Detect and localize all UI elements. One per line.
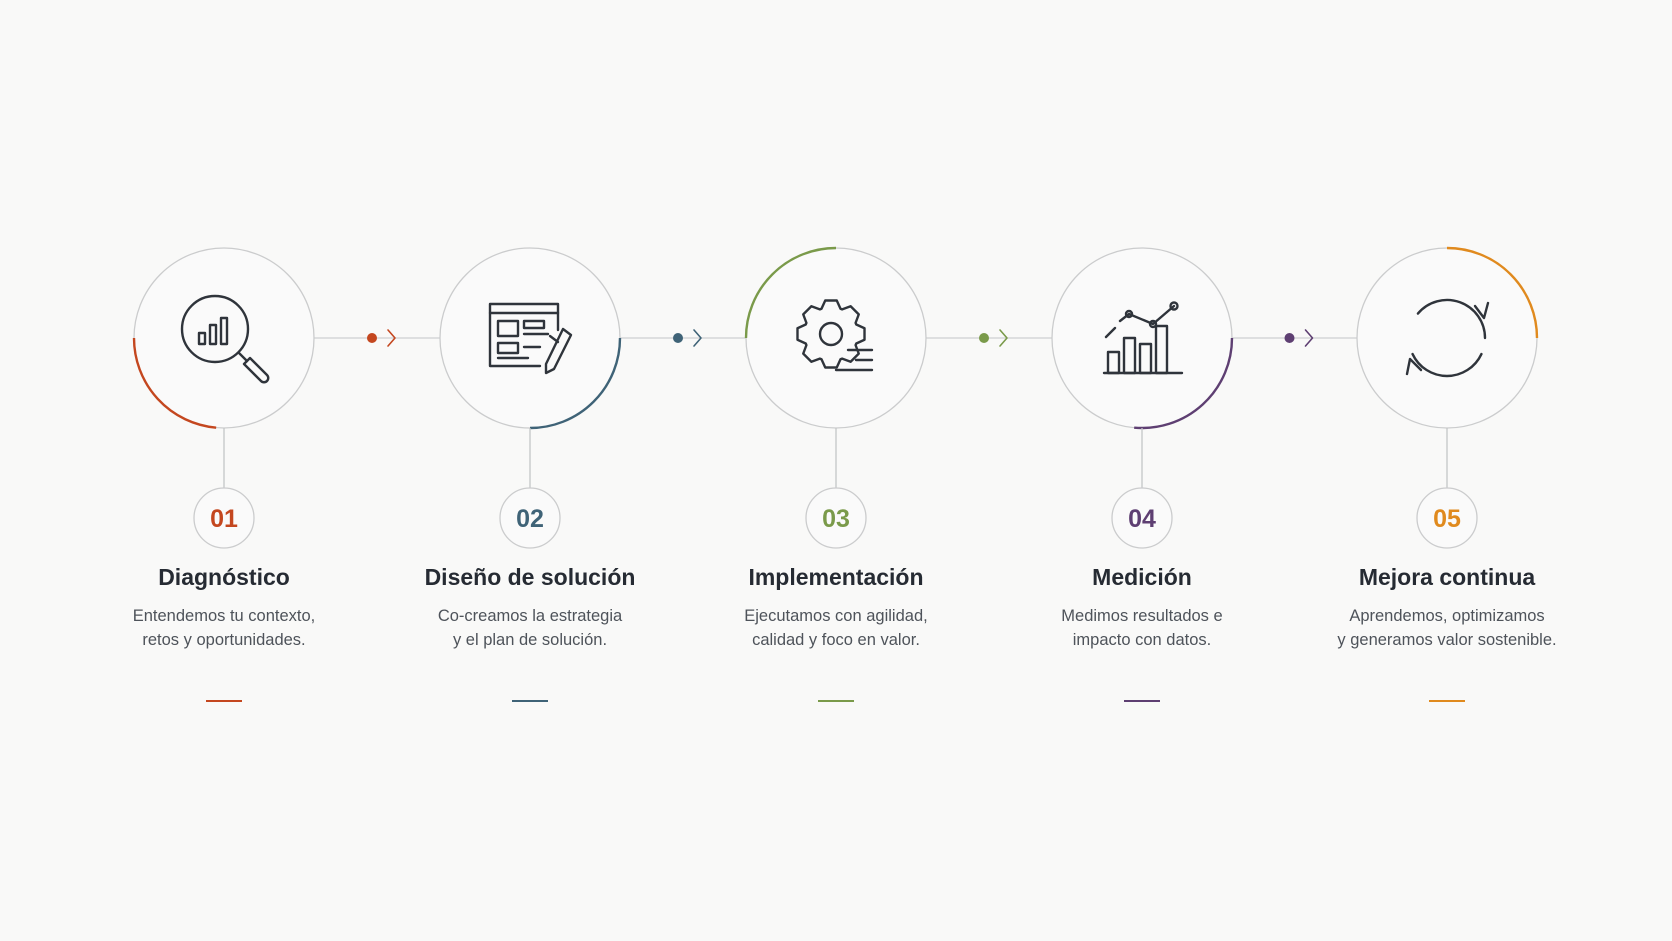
- step-description-line: impacto con datos.: [1072, 631, 1212, 649]
- step-accent-arc: [529, 337, 622, 430]
- step-description-line: Medimos resultados e: [1061, 607, 1223, 625]
- step-description-line: y el plan de solución.: [452, 631, 608, 649]
- step-title: Diagnóstico: [158, 564, 290, 590]
- step-description: Co-creamos la estrategia y el plan de sol…: [380, 604, 680, 652]
- blueprint-pencil-icon: [488, 302, 573, 375]
- process-step-04: 04: [1051, 247, 1234, 702]
- step-accent-arc: [1446, 246, 1539, 339]
- step-number-badge: [193, 487, 255, 549]
- gear-icon: [796, 299, 874, 372]
- connector-dot: [1284, 333, 1295, 343]
- step-title: Diseño de solución: [424, 564, 636, 590]
- step-description: Ejecutamos con agilidad, calidad y foco e…: [686, 604, 986, 652]
- step-number-badge: [499, 487, 561, 549]
- process-step-03: 03: [744, 246, 927, 702]
- step-description: Entendemos tu contexto, retos y oportunid…: [74, 604, 374, 652]
- cycle-arrows-icon: [1405, 298, 1490, 378]
- step-number: 03: [822, 505, 850, 533]
- step-description: Medimos resultados e impacto con datos.: [992, 604, 1292, 652]
- step-description: Aprendemos, optimizamos y generamos valor…: [1297, 604, 1597, 652]
- chevron-right-icon: [1304, 329, 1314, 347]
- step-description-line: Entendemos tu contexto,: [132, 607, 316, 625]
- step-description-line: Ejecutamos con agilidad,: [744, 607, 928, 625]
- step-description-line: retos y oportunidades.: [142, 631, 306, 649]
- chevron-right-icon: [999, 329, 1008, 347]
- step-accent-arc: [132, 337, 217, 429]
- magnifier-chart-icon: [180, 294, 270, 384]
- step-accent-arc: [744, 246, 837, 339]
- connector-dot: [979, 333, 989, 343]
- step-description-line: calidad y foco en valor.: [752, 631, 920, 649]
- chevron-right-icon: [387, 329, 396, 347]
- process-step-02: 02: [439, 247, 622, 702]
- step-number: 05: [1433, 505, 1461, 533]
- step-number-badge: [805, 487, 867, 549]
- connector-dot: [673, 333, 683, 343]
- step-title: Implementación: [748, 564, 924, 590]
- step-description-line: Co-creamos la estrategia: [437, 607, 623, 625]
- bar-chart-trend-icon: [1102, 301, 1184, 375]
- process-step-01: 01: [132, 247, 315, 702]
- step-description-line: y generamos valor sostenible.: [1337, 631, 1557, 649]
- step-number: 02: [516, 505, 544, 533]
- step-number-badge: [1111, 487, 1173, 549]
- process-step-05: 05: [1356, 246, 1539, 702]
- step-accent-arc: [1134, 337, 1234, 430]
- step-title: Medición: [1092, 564, 1192, 590]
- step-number: 01: [210, 505, 238, 533]
- step-number: 04: [1128, 505, 1156, 533]
- chevron-right-icon: [693, 329, 702, 347]
- connector-dot: [367, 333, 377, 343]
- step-number-badge: [1416, 487, 1478, 549]
- step-title: Mejora continua: [1358, 564, 1536, 590]
- step-description-line: Aprendemos, optimizamos: [1349, 607, 1545, 625]
